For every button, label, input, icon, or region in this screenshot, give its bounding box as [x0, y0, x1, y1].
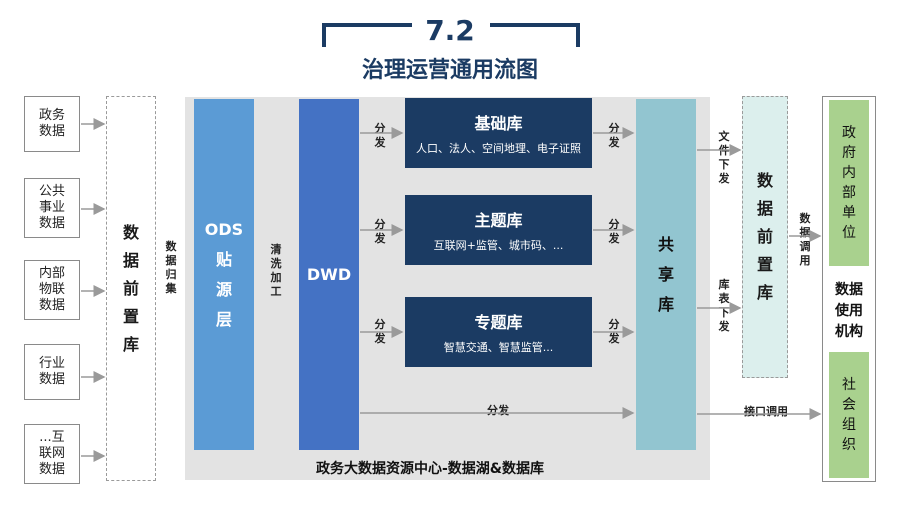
front-store-right-label: 数 据 前 置 库: [756, 171, 773, 302]
gov-internal-unit-label: 政 府 内 部 单 位: [842, 125, 856, 241]
social-org-label: 社 会 组 织: [842, 377, 856, 453]
theme-library-subtitle: 互联网+监管、城市码、...: [433, 239, 564, 252]
shared-library-label: 共 享 库: [657, 234, 674, 314]
front-store-left: 数 据 前 置 库: [106, 96, 156, 481]
header-bracket: [322, 21, 580, 49]
bracket-shape: [322, 23, 580, 47]
distribute-label-6: 分 发: [608, 318, 620, 345]
page-title: 治理运营通用流图: [361, 58, 538, 83]
dwd-layer: DWD: [299, 99, 359, 450]
gov-internal-unit: 政 府 内 部 单 位: [829, 100, 869, 266]
distribute-label-1: 分 发: [374, 122, 386, 149]
base-library-subtitle: 人口、法人、空间地理、电子证照: [416, 142, 581, 155]
source-internet-data: ...互 联网 数据: [24, 424, 80, 484]
special-library-title: 专题库: [474, 313, 523, 332]
data-call-label: 数 据 调 用: [799, 212, 811, 267]
special-library: 专题库 智慧交通、智慧监管...: [405, 297, 592, 367]
source-public-utility-data: 公共 事业 数据: [24, 178, 80, 238]
theme-library: 主题库 互联网+监管、城市码、...: [405, 195, 592, 265]
table-distribute-label: 库 表 下 发: [718, 278, 730, 333]
distribute-label-3: 分 发: [374, 318, 386, 345]
base-library: 基础库 人口、法人、空间地理、电子证照: [405, 98, 592, 168]
source-iot-data: 内部 物联 数据: [24, 260, 80, 320]
base-library-title: 基础库: [474, 114, 523, 133]
front-store-right: 数 据 前 置 库: [742, 96, 788, 378]
theme-library-title: 主题库: [474, 211, 523, 230]
ods-layer: ODS 贴 源 层: [194, 99, 254, 450]
distribute-label-4: 分 发: [608, 122, 620, 149]
source-gov-data: 政务 数据: [24, 96, 80, 152]
clean-process-label: 清 洗 加 工: [270, 243, 282, 298]
special-library-subtitle: 智慧交通、智慧监管...: [443, 341, 554, 354]
source-industry-data: 行业 数据: [24, 344, 80, 400]
collect-label: 数 据 归 集: [165, 240, 177, 295]
social-org: 社 会 组 织: [829, 352, 869, 478]
usage-org-label: 数据 使用 机构: [822, 278, 876, 344]
dwd-label: DWD: [306, 265, 352, 284]
shared-library: 共 享 库: [636, 99, 696, 450]
distribute-label-2: 分 发: [374, 218, 386, 245]
resource-center-caption: 政务大数据资源中心-数据湖&数据库: [315, 461, 545, 477]
usage-org-text: 数据 使用 机构: [835, 281, 863, 340]
front-store-left-label: 数 据 前 置 库: [122, 222, 139, 354]
distribute-label-5: 分 发: [608, 218, 620, 245]
ods-label: ODS 贴 源 层: [204, 219, 244, 329]
section-number: 7.2: [425, 14, 475, 47]
